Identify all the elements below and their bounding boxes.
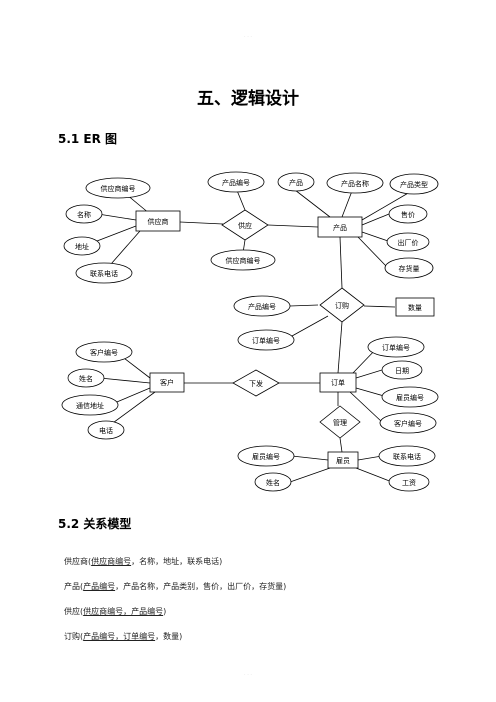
svg-text:客户: 客户 [160,378,174,387]
attr-customer-name: 姓名 [67,368,105,388]
svg-text:存货量: 存货量 [399,264,420,273]
svg-text:产品名称: 产品名称 [341,179,369,188]
svg-text:姓名: 姓名 [266,478,280,487]
attr-customer-phone: 电话 [87,420,125,440]
relation-key: 产品编号，订单编号 [83,632,156,641]
attr-supplier-id: 供应商编号 [85,177,151,199]
relation-name: 供应商 [64,557,88,566]
relation-name: 供应 [64,607,80,616]
entity-supplier: 供应商 [135,210,181,232]
svg-text:管理: 管理 [333,418,347,427]
svg-text:雇员: 雇员 [336,456,350,465]
section-relational-heading: 5.2 关系模型 [58,517,132,531]
svg-text:售价: 售价 [401,210,415,219]
svg-text:数量: 数量 [408,303,422,312]
svg-text:供应商编号: 供应商编号 [226,256,261,265]
svg-text:订单: 订单 [331,378,345,387]
relation-attributes: ，产品名称，产品类别，售价，出厂价，存货量 [115,582,284,591]
attr-purchase-quantity: 数量 [395,297,435,317]
relationship-purchase: 订购 [319,287,365,323]
svg-text:电话: 电话 [99,426,113,435]
attr-product-type: 产品类型 [389,173,439,195]
entity-employee: 雇员 [327,451,359,469]
relationship-issue: 下发 [232,369,280,397]
relation-attributes: ，数量 [155,632,180,641]
svg-text:产品编号: 产品编号 [248,302,276,311]
svg-text:产品编号: 产品编号 [222,178,250,187]
attr-product-stock: 存货量 [384,257,434,279]
attr-employee-salary: 工资 [388,472,430,492]
attr-order-id: 订单编号 [367,336,425,358]
attr-employee-phone: 联系电话 [378,445,436,467]
svg-text:地址: 地址 [75,242,89,251]
section-er-heading: 5.1 ER 图 [58,132,118,146]
svg-text:产品: 产品 [289,178,303,187]
svg-text:产品类型: 产品类型 [400,180,428,189]
svg-text:客户编号: 客户编号 [394,419,422,428]
svg-text:供应: 供应 [238,221,252,230]
svg-text:供应商: 供应商 [148,217,169,226]
relation-line: 供应(供应商编号，产品编号) [64,607,167,616]
svg-text:下发: 下发 [249,379,263,388]
attr-purchase-product-id: 产品编号 [233,295,291,317]
attr-product: 产品 [277,172,315,192]
attr-employee-id: 雇员编号 [237,445,295,467]
relation-name: 订购 [64,632,80,641]
relation-line: 订购(产品编号，订单编号，数量) [64,632,183,641]
svg-text:通信地址: 通信地址 [76,401,104,410]
attr-supplier-phone: 联系电话 [75,262,133,284]
entity-customer: 客户 [149,372,185,393]
svg-text:姓名: 姓名 [79,374,93,383]
attr-purchase-order-id: 订单编号 [237,329,295,351]
page-footer: · · · [244,672,252,678]
svg-text:雇员编号: 雇员编号 [252,452,280,461]
relation-attributes: ，名称，地址，联系电话 [131,557,220,566]
svg-text:联系电话: 联系电话 [90,269,118,278]
attr-supplier-name: 名称 [65,204,103,224]
page-header: · · · [244,34,252,40]
svg-text:订单编号: 订单编号 [252,336,280,345]
relation-line: 产品(产品编号，产品名称，产品类别，售价，出厂价，存货量) [64,582,287,591]
attr-employee-name: 姓名 [254,472,292,492]
attr-customer-address: 通信地址 [61,394,119,416]
svg-text:日期: 日期 [395,367,409,375]
attr-order-employee-id: 雇员编号 [381,386,439,408]
relation-name: 产品 [64,582,80,591]
attr-product-name: 产品名称 [326,172,384,194]
entity-product: 产品 [317,216,363,238]
svg-text:联系电话: 联系电话 [393,452,421,461]
relationship-manage: 管理 [319,405,361,439]
attr-order-date: 日期 [381,360,423,380]
svg-text:订单编号: 订单编号 [382,343,410,352]
chapter-title: 五、逻辑设计 [197,89,299,109]
svg-text:供应商编号: 供应商编号 [101,184,136,193]
svg-text:出厂价: 出厂价 [398,238,419,247]
attr-order-customer-id: 客户编号 [379,412,437,434]
relation-key: 产品编号 [83,582,116,591]
svg-text:客户编号: 客户编号 [90,348,118,357]
attr-supply-product-id: 产品编号 [207,171,265,193]
svg-text:名称: 名称 [77,210,91,219]
relation-line: 供应商(供应商编号，名称，地址，联系电话) [64,557,223,566]
svg-text:产品: 产品 [333,223,347,232]
attr-supply-supplier-id: 供应商编号 [210,249,276,271]
attr-product-factory-price: 出厂价 [386,232,430,252]
relation-key: 供应商编号 [91,557,132,566]
svg-text:工资: 工资 [402,478,416,487]
entity-order: 订单 [319,372,357,393]
attr-customer-id: 客户编号 [75,341,133,363]
svg-text:雇员编号: 雇员编号 [396,393,424,402]
attr-product-price: 售价 [388,204,428,224]
relationship-supply: 供应 [221,209,269,241]
svg-text:订购: 订购 [335,301,349,310]
attr-supplier-address: 地址 [63,236,101,256]
relation-key: 供应商编号，产品编号 [83,607,164,616]
